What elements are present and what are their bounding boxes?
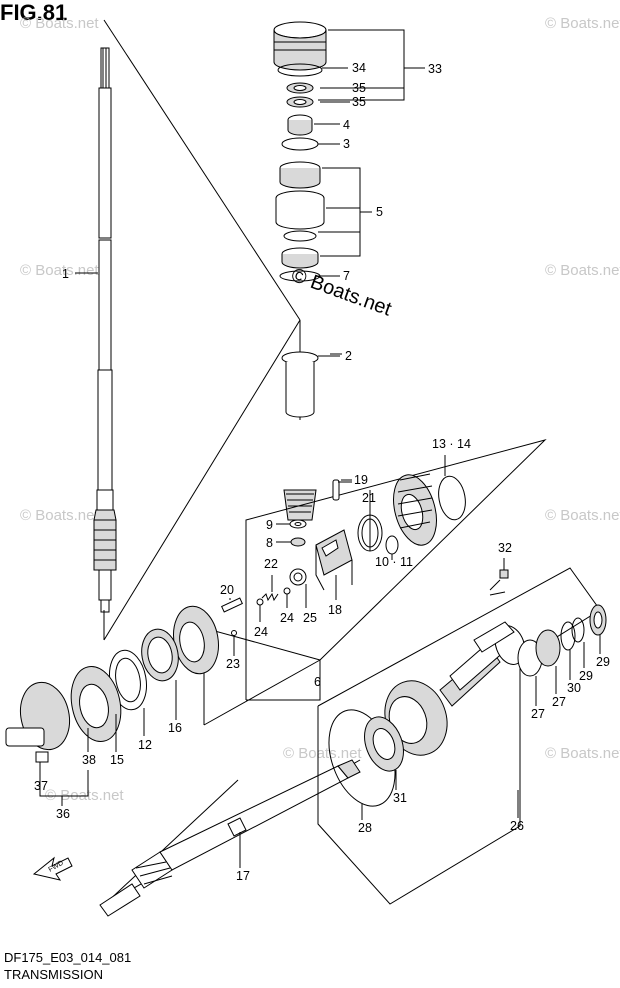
- callout-16: 16: [168, 721, 182, 735]
- part-35-seal-a: [286, 82, 314, 94]
- callout-37: 37: [34, 779, 48, 793]
- watermark-text: © Boats.net: [545, 745, 620, 762]
- part-13-14-shim: [438, 475, 466, 521]
- part-35-seal-b: [286, 96, 314, 108]
- bracket-5: [318, 167, 372, 257]
- watermark-text: © Boats.net: [20, 262, 99, 279]
- callout-20: 20: [220, 583, 234, 597]
- callout-6: 6: [314, 675, 321, 689]
- callout-21: 21: [362, 491, 376, 505]
- callout-23: 23: [226, 657, 240, 671]
- watermark-text: © Boats.net: [545, 262, 620, 279]
- watermark-text: © Boats.net: [545, 15, 620, 32]
- watermark-text: © Boats.net: [283, 745, 362, 762]
- part-2-sleeve: [281, 351, 319, 418]
- callout-28: 28: [358, 821, 372, 835]
- callout-34: 34: [352, 61, 366, 75]
- part-24-ball: [256, 587, 291, 606]
- callout-3: 3: [343, 137, 350, 151]
- part-17-propeller-shaft: [99, 759, 361, 917]
- part-33-housing: [273, 21, 327, 71]
- part-19-pin: [332, 479, 352, 501]
- part-34-oring: [277, 63, 323, 77]
- part-18-clutch: [315, 529, 353, 591]
- watermark-text: © Boats.net: [20, 15, 99, 32]
- watermark-center-text: © Boats.net: [288, 264, 394, 321]
- part-8-bushing: [290, 537, 306, 547]
- part-20-pin: [221, 597, 243, 613]
- callout-35a: 35: [352, 81, 366, 95]
- part-31-bearing: [364, 716, 404, 772]
- callout-18: 18: [328, 603, 342, 617]
- callout-29a: 29: [579, 669, 593, 683]
- bracket-6-frame: [203, 439, 547, 726]
- pinion-gear: [283, 489, 317, 521]
- part-16-forward-gear: [173, 605, 219, 675]
- callout-leaders: [39, 353, 601, 868]
- callout-38: 38: [82, 753, 96, 767]
- part-10-11-ring: [385, 535, 399, 555]
- callout-32: 32: [498, 541, 512, 555]
- callout-33: 33: [428, 62, 442, 76]
- callout-1: 1: [62, 267, 69, 281]
- part-32-bolt: [489, 569, 509, 591]
- callout-12: 12: [138, 738, 152, 752]
- watermark-text: © Boats.net: [545, 507, 620, 524]
- part-22-spring: [261, 592, 279, 602]
- reverse-bevel-gear: [393, 473, 437, 546]
- bracket-26-frame: [317, 567, 601, 905]
- callout-26: 26: [510, 819, 524, 833]
- callout-35b: 35: [352, 95, 366, 109]
- part-23-ball: [231, 630, 237, 636]
- watermark-text: © Boats.net: [20, 507, 99, 524]
- callout-7: 7: [343, 269, 350, 283]
- part-25-bushing: [289, 568, 307, 586]
- callout-5: 5: [376, 205, 383, 219]
- figure-title: FIG.81: [0, 0, 68, 25]
- figure-code: DF175_E03_014_081: [4, 950, 132, 965]
- part-4-nut: [287, 114, 313, 136]
- callout-9: 9: [266, 518, 273, 532]
- part-36-bearing-housing: [5, 665, 122, 763]
- part-29-30-seals: [560, 604, 607, 651]
- callout-8: 8: [266, 536, 273, 550]
- callout-19: 19: [354, 473, 368, 487]
- callout-27b: 27: [552, 695, 566, 709]
- bracket-33: [318, 29, 425, 101]
- callout-labels: 1 2 3 4 5 6 7 8 9 10 · 11 12 13 · 14 15 …: [34, 61, 610, 883]
- fwd-arrow-icon: FWD: [32, 856, 73, 881]
- callout-17: 17: [236, 869, 250, 883]
- part-27-bearing: [517, 629, 561, 677]
- callout-36: 36: [56, 807, 70, 821]
- callout-15: 15: [110, 753, 124, 767]
- callout-13-14: 13 · 14: [432, 437, 471, 451]
- callout-25: 25: [303, 611, 317, 625]
- callout-10-11: 10 · 11: [375, 555, 413, 569]
- part-1-driveshaft: [75, 47, 117, 640]
- figure-caption: TRANSMISSION: [4, 967, 103, 982]
- callout-31: 31: [393, 791, 407, 805]
- callout-29b: 29: [596, 655, 610, 669]
- callout-27a: 27: [531, 707, 545, 721]
- part-9-washer: [289, 519, 307, 529]
- callout-2: 2: [345, 349, 352, 363]
- callout-4: 4: [343, 118, 350, 132]
- callout-22: 22: [264, 557, 278, 571]
- part-16-thrust-bearing: [141, 628, 179, 682]
- callout-30: 30: [567, 681, 581, 695]
- part-5-bearing: [275, 161, 325, 269]
- callout-24a: 24: [254, 625, 268, 639]
- part-3-ring: [281, 137, 319, 151]
- callout-24b: 24: [280, 611, 294, 625]
